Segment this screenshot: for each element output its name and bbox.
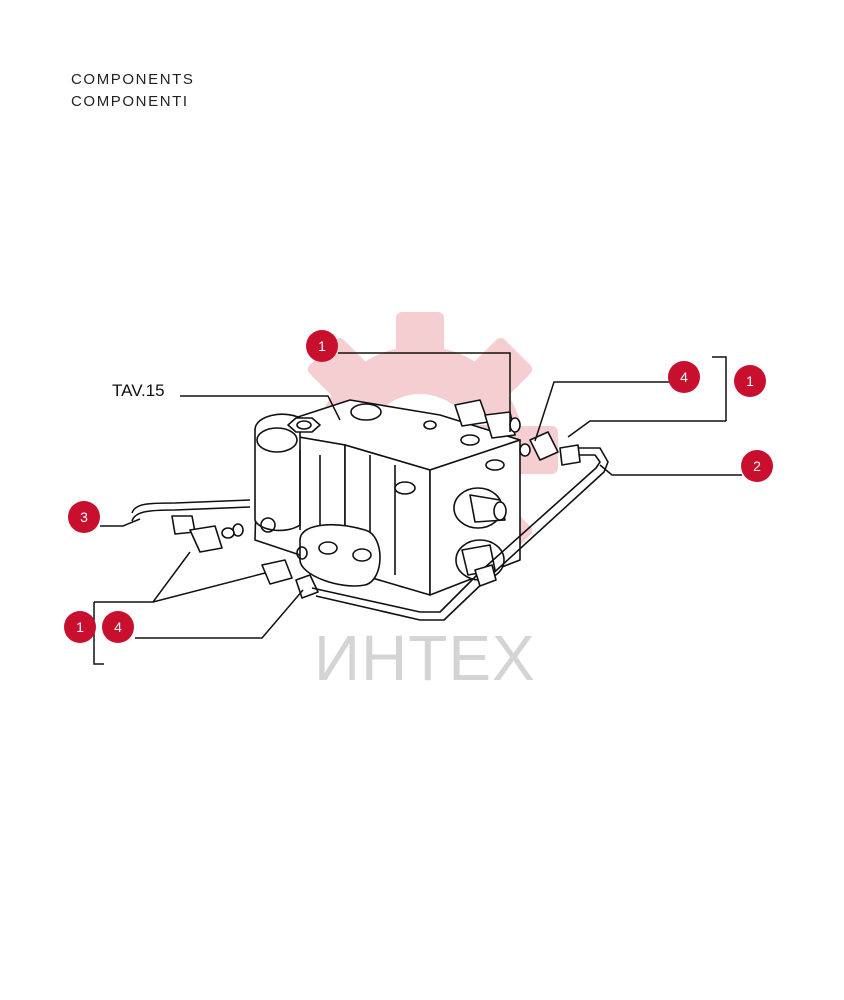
- leader-line-top-1: [338, 352, 511, 432]
- valve-block-drawing: [131, 399, 609, 621]
- callout-right-4: 4: [668, 361, 700, 393]
- callout-top-1: 1: [306, 330, 338, 362]
- leader-line-left-1: [94, 551, 191, 603]
- leader-lines: [93, 352, 742, 665]
- callout-number: 1: [76, 619, 84, 635]
- callout-left-1: 1: [64, 611, 96, 643]
- watermark-text: ИНТЕХ: [314, 622, 536, 694]
- leader-line-right-1: [567, 420, 726, 438]
- callout-number: 2: [753, 458, 761, 474]
- callout-number: 4: [114, 619, 122, 635]
- reference-label: TAV.15: [112, 381, 165, 400]
- callout-right-2: 2: [741, 450, 773, 482]
- callout-number: 1: [318, 338, 326, 354]
- leader-line-left-3: [100, 518, 141, 527]
- leader-line-left-4: [135, 589, 304, 639]
- callout-right-1: 1: [734, 365, 766, 397]
- leader-line-left-1b: [152, 572, 266, 603]
- page-header: COMPONENTS COMPONENTI: [71, 69, 195, 113]
- title-italian: COMPONENTI: [71, 93, 189, 110]
- leader-line-right-2: [599, 464, 742, 476]
- callout-left-4: 4: [102, 611, 134, 643]
- leader-line-bracket-right: [712, 356, 727, 421]
- callout-number: 3: [80, 509, 88, 525]
- callout-left-3: 3: [68, 501, 100, 533]
- callout-number: 4: [680, 369, 688, 385]
- leader-line-bracket-left: [93, 602, 104, 665]
- leader-line-tav15: [180, 395, 341, 421]
- title-english: COMPONENTS: [71, 71, 195, 88]
- leader-line-right-4: [534, 381, 670, 442]
- callout-number: 1: [746, 373, 754, 389]
